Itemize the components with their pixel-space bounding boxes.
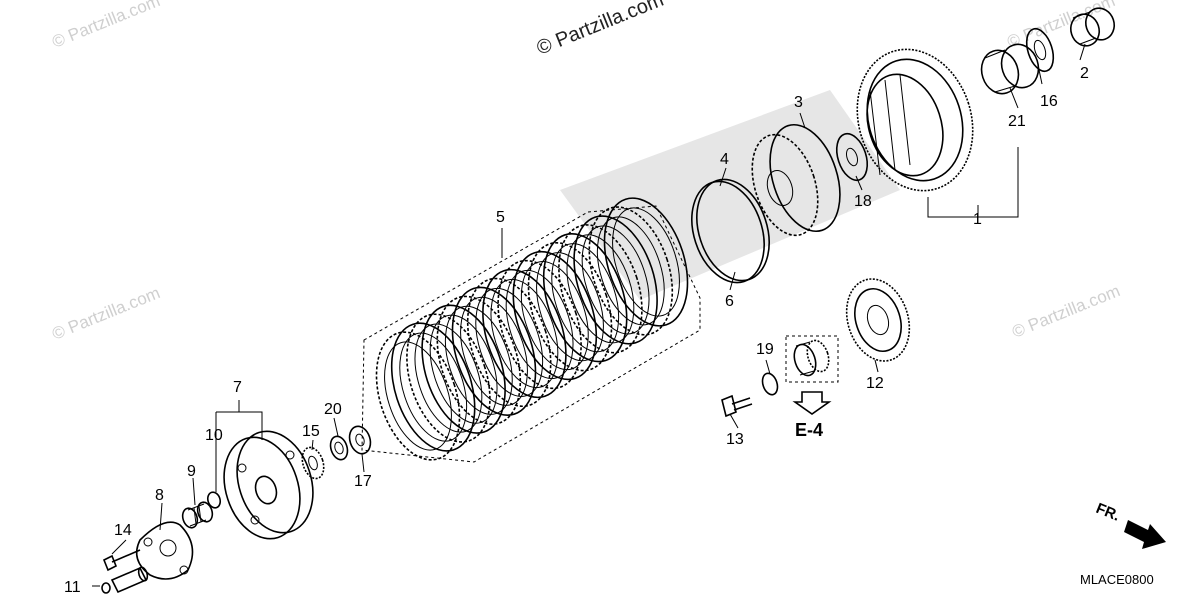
callout-10: 10: [205, 427, 223, 444]
clutch-plate: [573, 215, 658, 345]
lock-nut: [301, 446, 325, 480]
watermark-left: © Partzilla.com: [49, 283, 162, 344]
callout-15: 15: [302, 423, 320, 440]
watermark-top-left: © Partzilla.com: [49, 0, 162, 52]
clutch-plate: [421, 304, 506, 434]
clutch-center: [751, 123, 841, 237]
bolt-14: [102, 549, 141, 572]
callout-7: 7: [233, 379, 242, 396]
collar: [1069, 7, 1116, 47]
callout-13: 13: [726, 431, 744, 448]
callout-20: 20: [324, 401, 342, 418]
reference-arrow: [792, 391, 832, 415]
washer-19: [761, 372, 779, 396]
driven-gear: [845, 278, 911, 362]
callout-5: 5: [496, 209, 505, 226]
o-ring-10: [206, 491, 222, 509]
callout-9: 9: [187, 463, 196, 480]
clutch-plate: [512, 250, 598, 381]
callout-4: 4: [720, 151, 729, 168]
watermark-top: © Partzilla.com: [534, 0, 667, 60]
clutch-outer-gear: [856, 48, 974, 192]
friction-disc: [497, 259, 582, 390]
callout-17: 17: [354, 473, 372, 490]
friction-disc: [436, 295, 522, 425]
front-label: FR.: [1094, 500, 1123, 525]
friction-disc: [558, 224, 643, 354]
clutch-plate: [482, 268, 567, 399]
pressure-plate: [223, 430, 314, 540]
lifter-plate: [135, 521, 194, 580]
friction-disc: [375, 331, 461, 461]
callout-18: 18: [854, 193, 872, 210]
clutch-plate: [390, 322, 476, 452]
clutch-plate: [603, 197, 689, 327]
needle-bearing: [980, 43, 1040, 95]
friction-disc: [406, 313, 491, 443]
callout-1: 1: [973, 211, 982, 228]
shaft-shadow: [560, 90, 900, 300]
lock-washer-20: [329, 435, 349, 461]
callout-12: 12: [866, 375, 884, 392]
clutch-plate-stack: [375, 197, 689, 461]
friction-disc: [466, 277, 552, 408]
spline-gear-ref: [785, 335, 839, 383]
bolt-13: [721, 394, 753, 418]
front-direction-arrow: FR.: [1094, 500, 1166, 549]
friction-disc: [527, 242, 613, 372]
callout-14: 14: [114, 522, 132, 539]
callout-6: 6: [725, 293, 734, 310]
friction-disc: [588, 206, 674, 336]
callout-3: 3: [794, 94, 803, 111]
callout-8: 8: [155, 487, 164, 504]
clutch-spring: [181, 501, 214, 529]
judder-spring-rings: [691, 178, 770, 284]
diagram-code: MLACE0800: [1080, 572, 1154, 587]
leader-lines: [92, 43, 1086, 587]
callout-2: 2: [1080, 65, 1089, 82]
washer-18: [835, 132, 869, 182]
arrow-right-icon: [1124, 520, 1166, 549]
watermark-right: © Partzilla.com: [1009, 281, 1122, 342]
clutch-plate: [451, 286, 537, 416]
reference-label: E-4: [795, 420, 823, 440]
washer-17: [348, 425, 372, 455]
callout-21: 21: [1008, 113, 1026, 130]
callout-19: 19: [756, 341, 774, 358]
plate-inner-edge: [612, 207, 680, 317]
callout-16: 16: [1040, 93, 1058, 110]
lifter-piece: [101, 566, 149, 594]
thrust-washer-16: [1025, 27, 1055, 73]
callout-11: 11: [64, 579, 81, 596]
clutch-plate: [542, 233, 628, 363]
